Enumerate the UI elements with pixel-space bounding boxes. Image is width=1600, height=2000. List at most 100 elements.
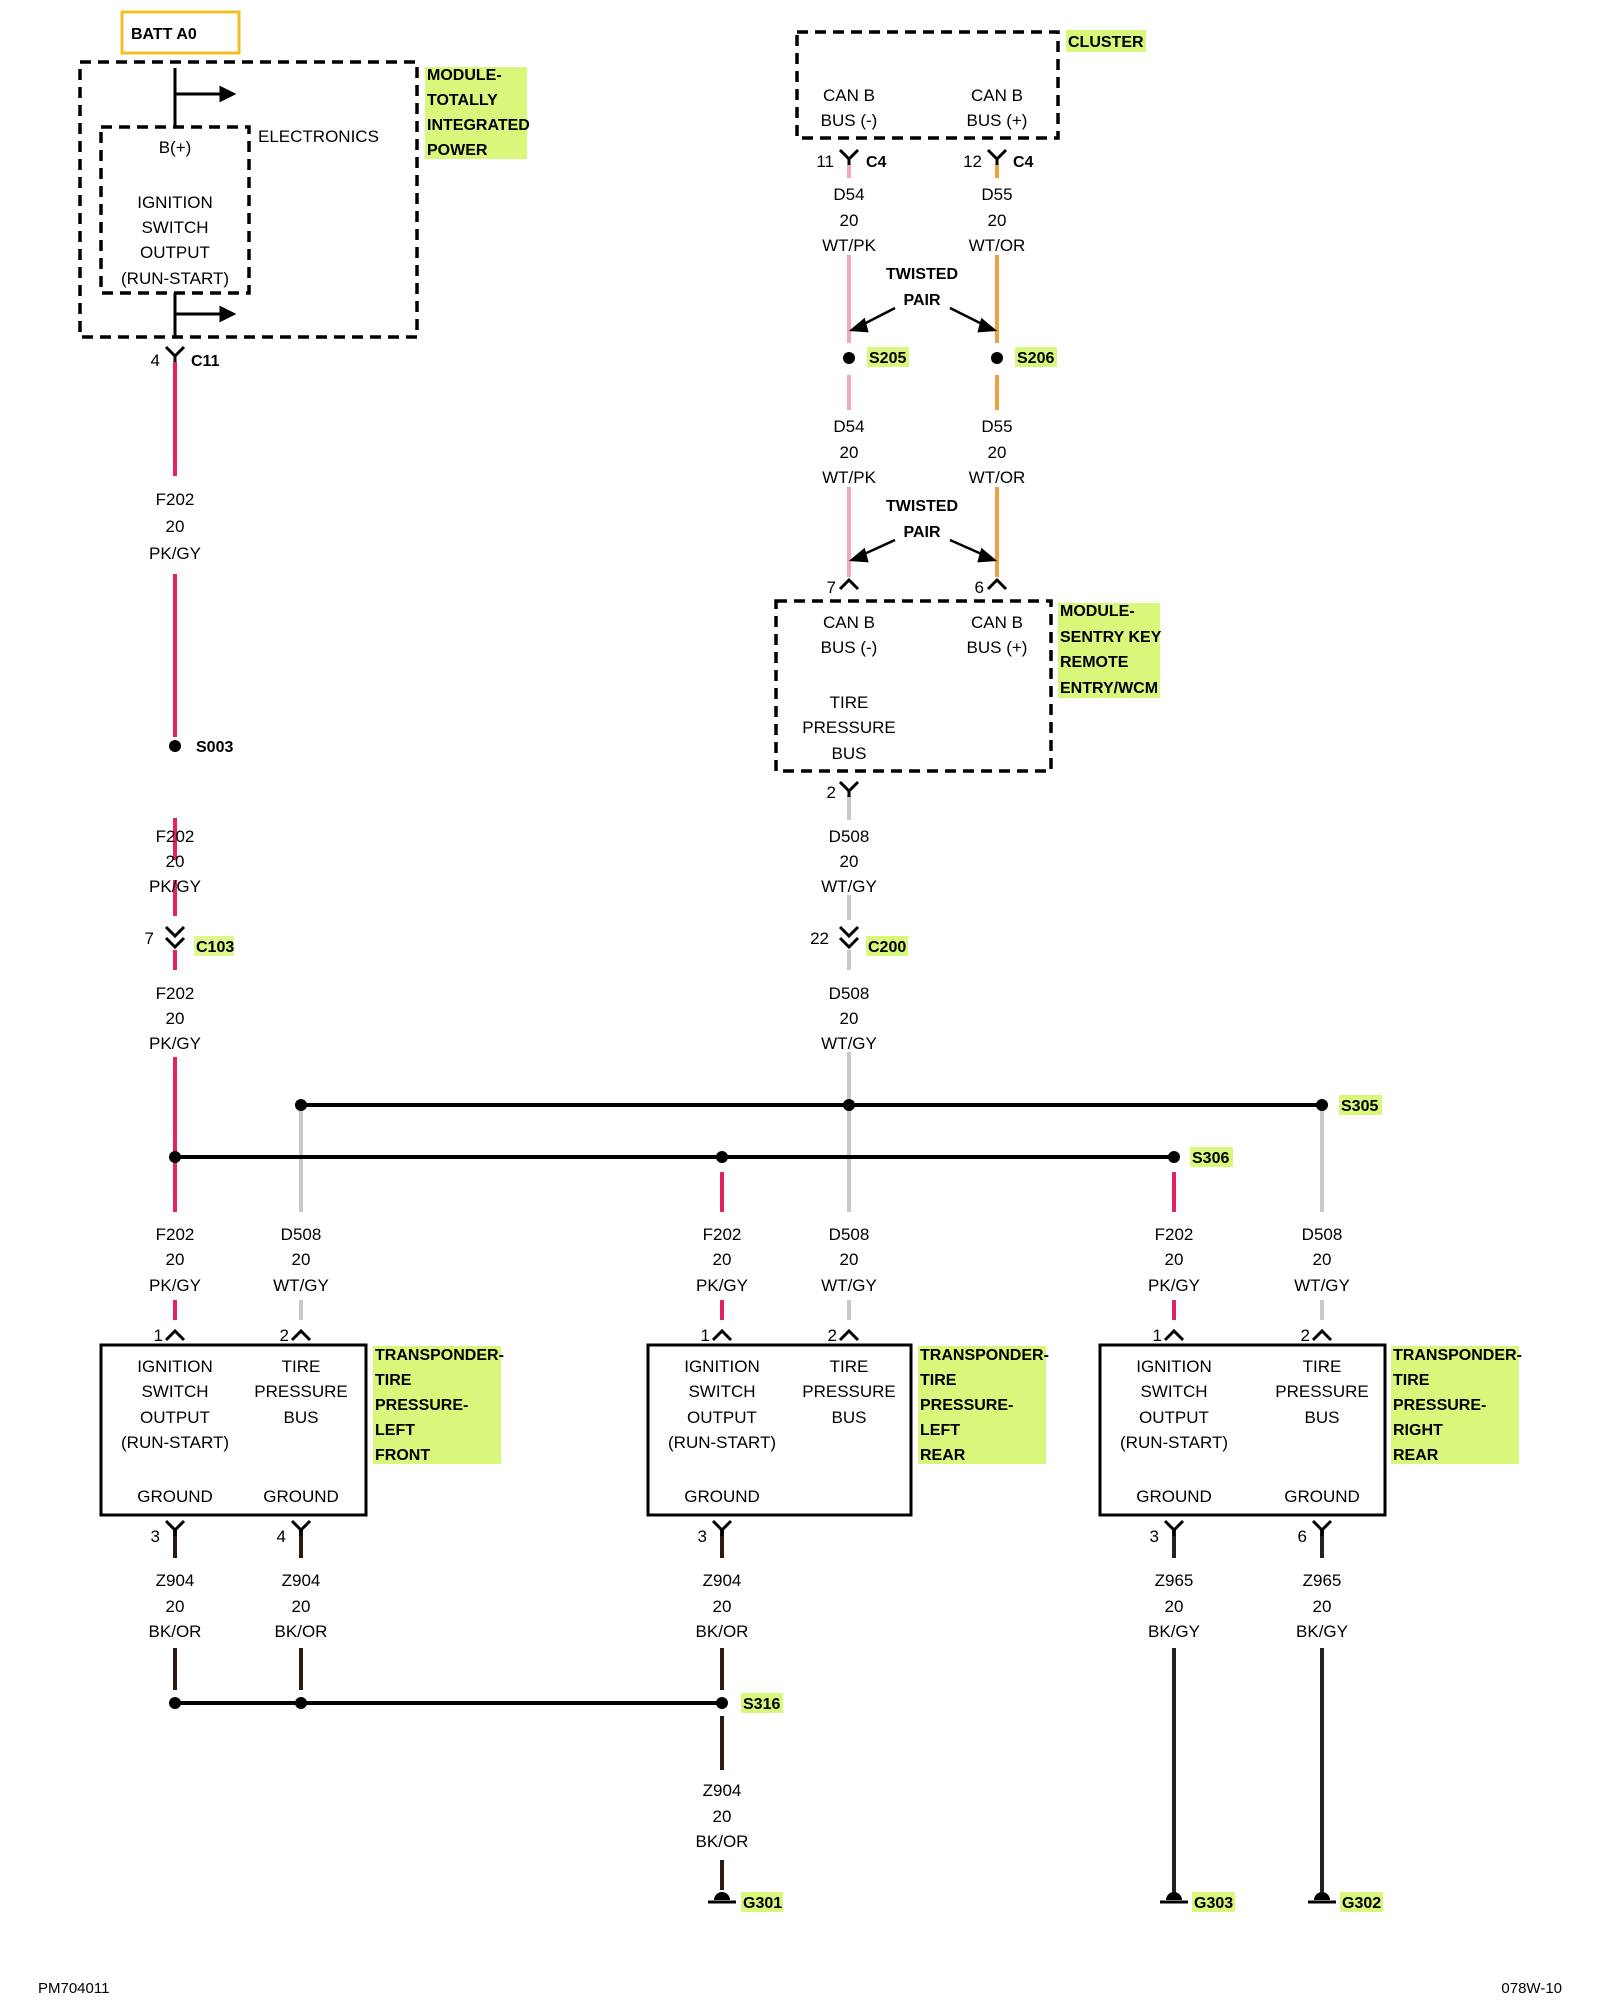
skreem-title-line: REMOTE (1060, 654, 1129, 671)
sensor-iso: SWITCH (688, 1382, 755, 1401)
wire-label: Z904 (156, 1571, 195, 1590)
c200-connector-symbol (838, 925, 860, 950)
footer-right: 078W-10 (1501, 1980, 1562, 1997)
splice-s206-label: S206 (1017, 350, 1054, 367)
wire-label: D55 (981, 185, 1012, 204)
splice-s205-highlight (867, 347, 909, 367)
skreem-can-minus: CAN B (823, 613, 875, 632)
splice-dot (295, 1099, 307, 1111)
twisted-pair-label: TWISTED (886, 498, 958, 515)
wire-label: D508 (829, 984, 870, 1003)
skreem-pin7-connector-symbol (838, 577, 860, 591)
sensor-iso: (RUN-START) (668, 1433, 776, 1452)
splice-s306-label: S306 (1192, 1150, 1229, 1167)
wire-label: D54 (833, 185, 864, 204)
tipm-module-outline (78, 60, 419, 339)
wire-f202-main (173, 362, 1176, 1320)
wire-label: Z904 (282, 1571, 321, 1590)
wire-label: Z965 (1155, 1571, 1194, 1590)
wire-label: WT/GY (821, 877, 877, 896)
sensor-title-line: TIRE (920, 1372, 957, 1389)
sensor-iso: (RUN-START) (1120, 1433, 1228, 1452)
wire-label: 20 (166, 517, 185, 536)
sensor-title-line: REAR (1393, 1447, 1439, 1464)
sensor-tpb: TIRE (830, 1357, 869, 1376)
skreem-can-minus: BUS (-) (821, 638, 878, 657)
skreem-tpb: BUS (832, 744, 867, 763)
pin-number: 4 (277, 1527, 286, 1546)
wire-label: 20 (840, 852, 859, 871)
wire-label: F202 (156, 1225, 195, 1244)
sensor-title-line: LEFT (375, 1422, 415, 1439)
sensor-output-pins (164, 1519, 1333, 1536)
sensor-title-line: PRESSURE- (375, 1397, 468, 1414)
wire-label: F202 (703, 1225, 742, 1244)
wire-label: 20 (988, 211, 1007, 230)
splice-s316 (716, 1697, 728, 1709)
splice-s305-highlight (1339, 1095, 1382, 1115)
c4-right-pin: 12 (963, 152, 982, 171)
splice-dot (716, 1151, 728, 1163)
cluster-title-highlight (1066, 30, 1146, 52)
wire-label: Z904 (703, 1571, 742, 1590)
c200-label: C200 (868, 939, 906, 956)
c11-pin: 4 (151, 351, 160, 370)
sensor-rr-box (1098, 1343, 1387, 1517)
sensor-input-pins (164, 1328, 1333, 1342)
wire-label: 20 (840, 443, 859, 462)
pin-number: 6 (1298, 1527, 1307, 1546)
sensor-iso: IGNITION (137, 1357, 213, 1376)
tipm-internal-arrows (173, 68, 237, 338)
splice-s306 (1168, 1151, 1180, 1163)
wire-z965 (1172, 1530, 1324, 1895)
wire-label: BK/GY (1296, 1622, 1348, 1641)
wire-d508 (299, 795, 1324, 1320)
twisted-pair-label: TWISTED (886, 266, 958, 283)
wire-label: WT/PK (822, 236, 876, 255)
wire-label: D55 (981, 417, 1012, 436)
wire-label: WT/OR (969, 236, 1026, 255)
sensor-title-line: PRESSURE- (1393, 1397, 1486, 1414)
skreem-title-line: ENTRY/WCM (1060, 680, 1158, 697)
wire-label: 20 (1165, 1597, 1184, 1616)
wire-label: D508 (829, 1225, 870, 1244)
sensor-lr-box (646, 1343, 913, 1517)
sensor-tpb: PRESSURE (254, 1382, 348, 1401)
sensor-title-line: LEFT (920, 1422, 960, 1439)
ground-g303-highlight (1192, 1892, 1235, 1912)
splice-s003 (169, 740, 181, 752)
ground-g301-highlight (741, 1892, 783, 1912)
pin-number: 2 (1301, 1326, 1310, 1345)
wire-label: BK/OR (696, 1622, 749, 1641)
splice-s205 (843, 352, 855, 364)
wire-label: 20 (292, 1250, 311, 1269)
sensor-title-line: TRANSPONDER- (1393, 1347, 1522, 1364)
cluster-can-plus: CAN B (971, 86, 1023, 105)
sensor-lr-title-highlight (918, 1346, 1046, 1464)
wire-label: PK/GY (149, 544, 201, 563)
cluster-title: CLUSTER (1068, 34, 1144, 51)
wire-label: F202 (1155, 1225, 1194, 1244)
sensor-tpb: BUS (832, 1408, 867, 1427)
wire-label: 20 (1313, 1597, 1332, 1616)
ground-wire-labels: Z904 20 BK/OR Z904 20 BK/OR Z904 20 BK/O… (149, 1571, 1348, 1641)
twisted-pair-label: PAIR (903, 292, 940, 309)
sensor-tpb: BUS (1305, 1408, 1340, 1427)
wire-label: 20 (713, 1807, 732, 1826)
ground-g302-label: G302 (1342, 1895, 1381, 1912)
wire-label: BK/OR (149, 1622, 202, 1641)
sensor-ground: GROUND (263, 1487, 339, 1506)
sensor-iso: SWITCH (1140, 1382, 1207, 1401)
skreem-pin2-connector-symbol (838, 780, 860, 797)
tipm-bplus-label: B(+) (159, 138, 192, 157)
pin-number: 1 (154, 1326, 163, 1345)
splice-s316-highlight (741, 1693, 783, 1713)
splice-dot (843, 1099, 855, 1111)
splice-s306-highlight (1190, 1147, 1233, 1167)
pin-number: 2 (280, 1326, 289, 1345)
wire-label: 20 (166, 852, 185, 871)
pin-number: 2 (828, 1326, 837, 1345)
splice-s206-highlight (1015, 347, 1057, 367)
skreem-module-outline (774, 599, 1053, 773)
